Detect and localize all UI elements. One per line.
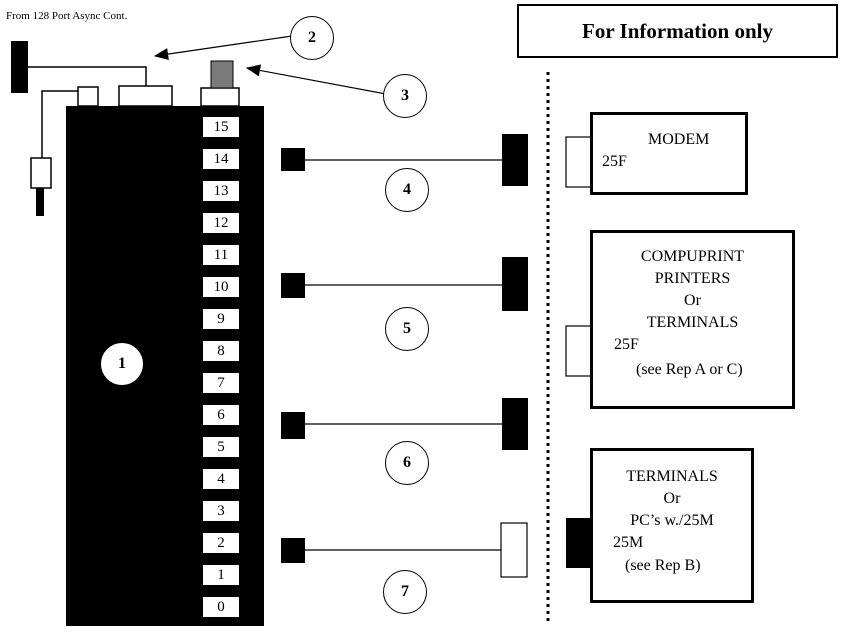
printers-line3: Or <box>684 292 701 309</box>
side-plug-tail <box>36 188 44 216</box>
modem-box: MODEM 25F <box>590 112 748 195</box>
port-label-7: 7 <box>202 372 240 394</box>
printers-line2: PRINTERS <box>654 270 731 287</box>
callout-4: 4 <box>385 168 429 212</box>
side-plug <box>30 157 52 189</box>
port-label-2: 2 <box>202 532 240 554</box>
port-label-6: 6 <box>202 404 240 426</box>
callout-7: 7 <box>383 570 427 614</box>
cable-4-port-end <box>281 148 305 171</box>
cable-4-device-end <box>502 134 528 186</box>
unit-top-small-connector <box>77 86 99 107</box>
info-only-box: For Information only <box>517 4 838 58</box>
cable-6-device-end <box>502 398 528 450</box>
printers-note: (see Rep A or C) <box>636 361 743 378</box>
source-cable <box>28 66 147 86</box>
port-label-13: 13 <box>202 180 240 202</box>
printers-line4: TERMINALS <box>646 314 739 331</box>
callout-6: 6 <box>385 441 429 485</box>
cable-7-port-end <box>281 538 305 563</box>
terminals-note: (see Rep B) <box>625 557 701 574</box>
cable-7-device-end <box>500 522 528 578</box>
callout-5: 5 <box>385 307 429 351</box>
cable-5-device-end <box>502 257 528 311</box>
modem-label: MODEM <box>648 131 710 148</box>
source-connector <box>11 41 28 93</box>
callout-3: 3 <box>383 74 427 118</box>
callout-2: 2 <box>290 16 334 60</box>
unit-top-right-connector <box>200 87 240 107</box>
port-label-14: 14 <box>202 148 240 170</box>
terminals-line1: TERMINALS <box>626 468 718 485</box>
port-label-11: 11 <box>202 244 240 266</box>
printers-box: COMPUPRINT PRINTERS Or TERMINALS 25F (se… <box>590 230 795 409</box>
source-label: From 128 Port Async Cont. <box>6 10 128 22</box>
port-label-4: 4 <box>202 468 240 490</box>
modem-connector <box>565 136 595 188</box>
callout-2-arrow <box>153 35 293 61</box>
callout-1: 1 <box>100 342 144 386</box>
printers-line1: COMPUPRINT <box>640 248 745 265</box>
cable-6-port-end <box>281 412 305 439</box>
terminals-connector <box>566 518 594 568</box>
port-label-12: 12 <box>202 212 240 234</box>
port-label-1: 1 <box>202 564 240 586</box>
port-label-9: 9 <box>202 308 240 330</box>
modem-connector-label: 25F <box>602 153 627 170</box>
port-label-5: 5 <box>202 436 240 458</box>
printers-connector-label: 25F <box>614 336 639 353</box>
terminals-connector-label: 25M <box>613 534 644 551</box>
terminals-box: TERMINALS Or PC’s w./25M 25M (see Rep B) <box>590 448 754 603</box>
port-label-0: 0 <box>202 596 240 618</box>
unit-top-main-connector <box>118 85 173 107</box>
cable-5-port-end <box>281 273 305 298</box>
terminals-line2: Or <box>663 490 681 507</box>
terminals-line3: PC’s w./25M <box>630 512 714 529</box>
port-label-15: 15 <box>202 116 240 138</box>
port-label-3: 3 <box>202 500 240 522</box>
power-connector <box>210 60 234 89</box>
port-label-8: 8 <box>202 340 240 362</box>
info-only-label: For Information only <box>582 18 773 43</box>
side-cable <box>41 90 79 158</box>
port-label-10: 10 <box>202 276 240 298</box>
callout-3-arrow <box>245 64 387 95</box>
